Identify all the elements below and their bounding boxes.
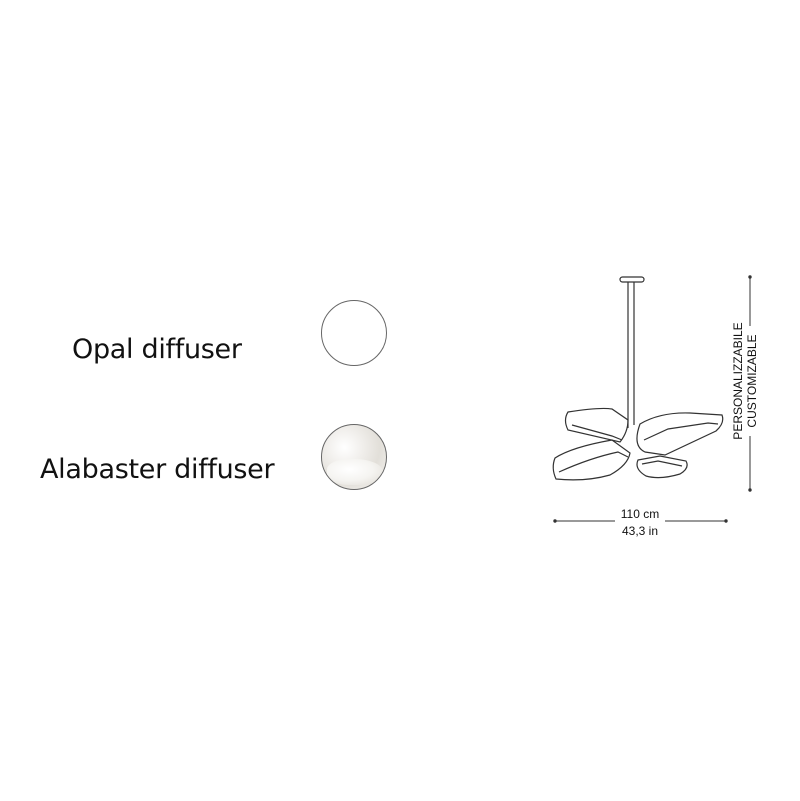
height-label-en: CUSTOMIZABLE bbox=[745, 334, 759, 427]
opal-diffuser-label: Opal diffuser bbox=[72, 334, 242, 365]
lamp-outline bbox=[552, 276, 724, 481]
width-cm-label: 110 cm bbox=[621, 507, 659, 521]
opal-swatch bbox=[321, 300, 387, 366]
canopy bbox=[619, 276, 645, 283]
petal bbox=[552, 439, 631, 481]
width-dimension bbox=[553, 519, 728, 523]
petal bbox=[636, 455, 688, 479]
height-dimension bbox=[748, 275, 752, 492]
alabaster-diffuser-label: Alabaster diffuser bbox=[40, 454, 275, 485]
petal bbox=[564, 407, 629, 443]
width-in-label: 43,3 in bbox=[622, 524, 658, 538]
height-label-it: PERSONALIZZABILE bbox=[731, 322, 745, 439]
alabaster-swatch bbox=[321, 424, 387, 490]
petal bbox=[636, 412, 724, 456]
